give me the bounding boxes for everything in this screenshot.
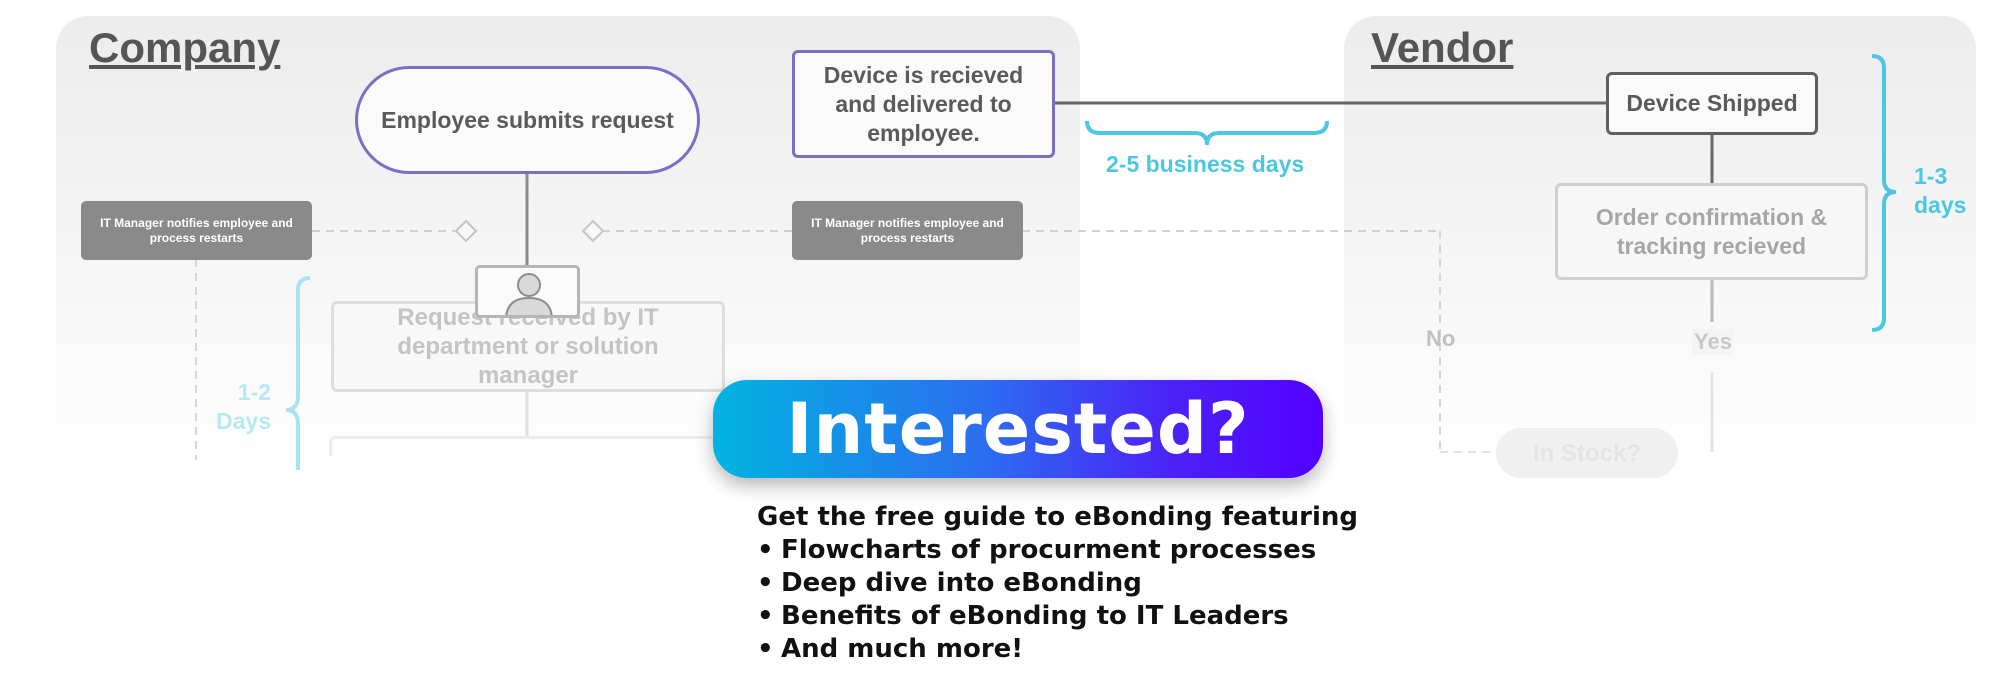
guide-heading: Get the free guide to eBonding featuring [757, 502, 1359, 532]
guide-bullet: •Benefits of eBonding to IT Leaders [757, 601, 1289, 631]
cta-title: Interested? [786, 388, 1250, 470]
yes-branch-label: Yes [1692, 329, 1734, 355]
in-stock-node: In Stock? [1496, 428, 1678, 478]
guide-bullet: •Deep dive into eBonding [757, 568, 1142, 598]
business-days-label: 2-5 business days [1106, 151, 1305, 177]
guide-bullet-list: •Flowcharts of procurment processes •Dee… [757, 534, 1358, 666]
vendor-days-label: 1-3 days [1914, 163, 1967, 218]
person-icon [505, 273, 553, 315]
no-branch-label: No [1426, 326, 1456, 351]
company-lane-title: Company [89, 24, 281, 71]
company-days-brace [285, 276, 311, 470]
employee-avatar [475, 265, 580, 318]
decision-diamond-left [454, 219, 478, 243]
it-notify-right-note: IT Manager notifies employee and process… [792, 201, 1023, 260]
device-received-node: Device is recieved and delivered to empl… [792, 50, 1055, 158]
guide-bullet: •And much more! [757, 634, 1024, 664]
decision-diamond-right [581, 219, 605, 243]
request-stack-box [329, 436, 729, 456]
it-notify-left-note: IT Manager notifies employee and process… [81, 201, 312, 260]
company-days-label: 1-2 Days [216, 379, 271, 434]
guide-bullet: •Flowcharts of procurment processes [757, 535, 1317, 565]
vendor-lane-title: Vendor [1371, 24, 1514, 71]
device-shipped-node: Device Shipped [1606, 72, 1818, 135]
guide-promo: Get the free guide to eBonding featuring… [757, 500, 1358, 666]
employee-submits-node: Employee submits request [355, 66, 700, 174]
business-days-brace [1085, 120, 1329, 146]
interested-cta-button[interactable]: Interested? [713, 380, 1323, 478]
order-confirmation-node: Order confirmation & tracking recieved [1555, 183, 1868, 280]
vendor-days-brace [1871, 54, 1897, 332]
